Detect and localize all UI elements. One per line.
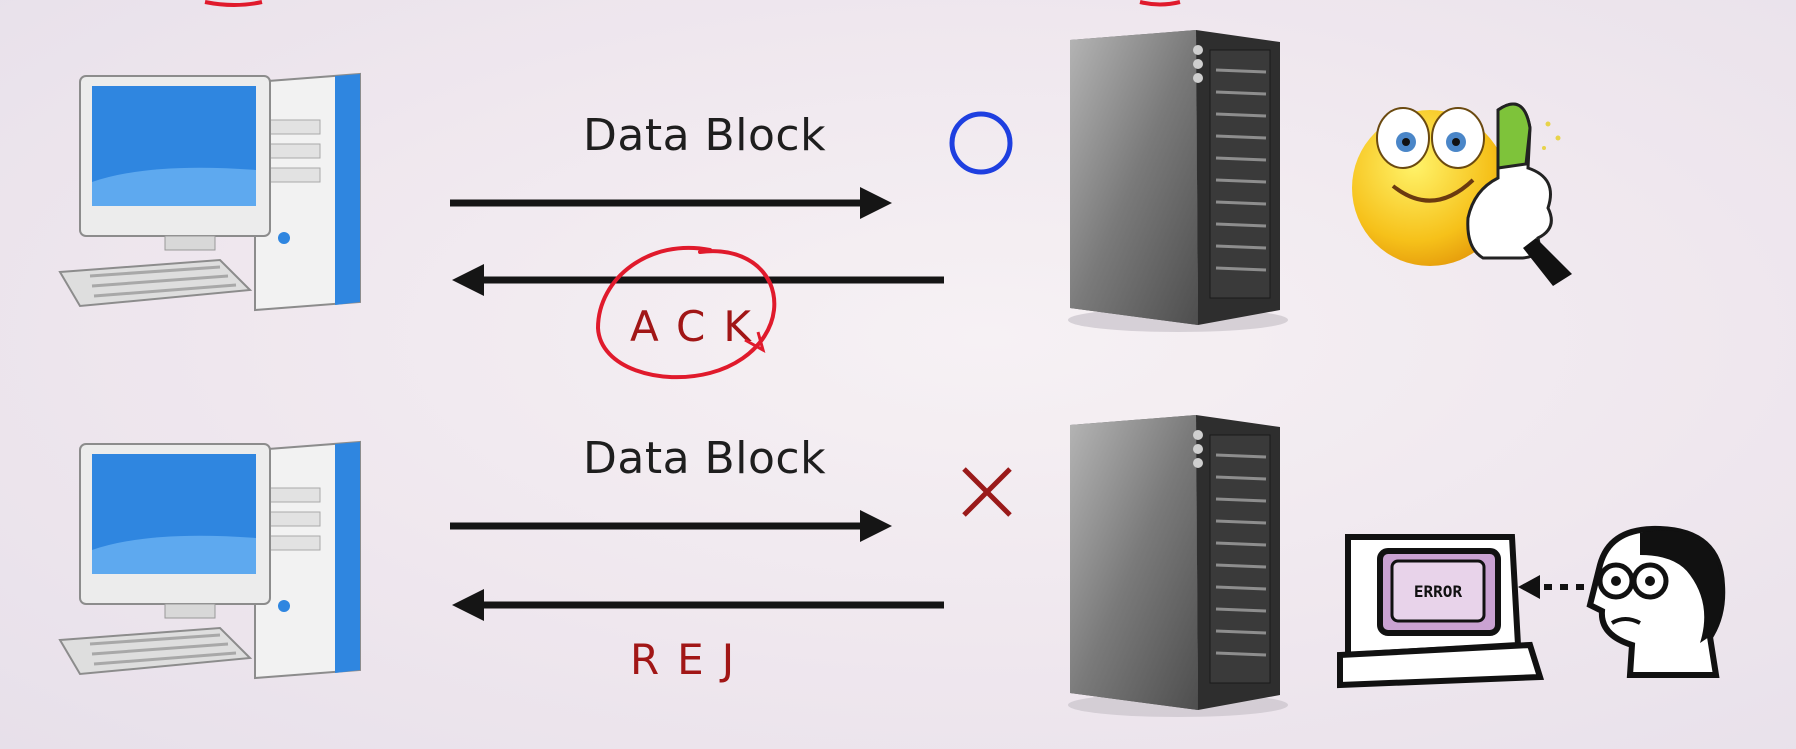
- thumbs-up-smiley-icon: [1352, 102, 1572, 286]
- annotation-top-marks: [204, 0, 1181, 7]
- error-screen-text: ERROR: [1414, 582, 1463, 601]
- data-block-arrow-forward: [450, 510, 892, 542]
- ack-highlight-circle: [595, 245, 777, 380]
- error-monitor-icon: ERROR: [1337, 525, 1726, 689]
- circle-icon: [949, 111, 1013, 175]
- data-block-arrow-forward: [450, 187, 892, 219]
- cross-icon: [962, 467, 1012, 517]
- ack-label: ACK: [630, 302, 769, 351]
- rej-arrow-return: [452, 589, 944, 621]
- data-block-label: Data Block: [583, 110, 827, 161]
- desktop-computer-icon: [58, 440, 361, 680]
- ack-arrow-return: [452, 264, 944, 296]
- server-tower-icon: [1068, 415, 1288, 717]
- data-block-label: Data Block: [583, 433, 827, 484]
- desktop-computer-icon: [58, 72, 361, 312]
- rej-label: REJ: [630, 635, 753, 684]
- server-tower-icon: [1068, 30, 1288, 332]
